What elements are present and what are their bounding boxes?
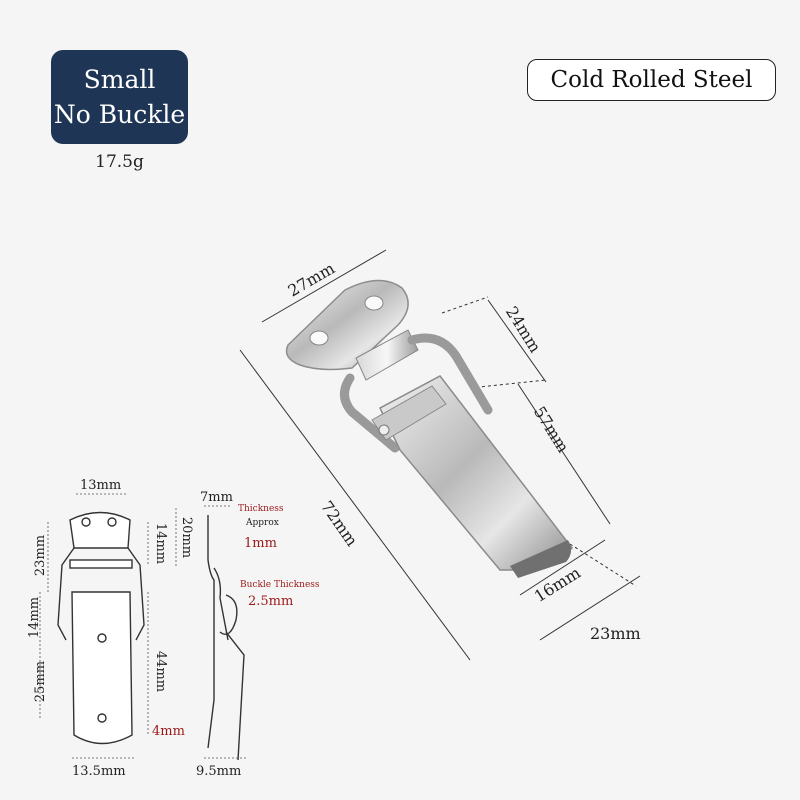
dim-base-width: 23mm [590,624,641,643]
badge-line-2: No Buckle [53,100,186,129]
buckle-thickness-value: 2.5mm [248,594,294,609]
thickness-value: 1mm [244,536,277,551]
dim-mid-height: 14mm [27,596,43,639]
dim-tip: 4mm [152,724,185,739]
dim-lower-height: 25mm [33,660,49,703]
dim-top-hole-spacing: 13mm [80,478,122,493]
dim-clip-length: 44mm [153,650,169,693]
dim-side-top: 7mm [200,490,233,505]
material-label: Cold Rolled Steel [527,59,776,101]
badge-line-1: Small [83,65,156,94]
latch-photo [285,279,573,578]
front-view-guides [39,493,177,759]
dim-bottom-width: 13.5mm [72,764,126,779]
photo-dimension-lines [239,249,641,661]
front-view-drawing [57,511,145,745]
side-view-drawing [207,515,245,761]
dim-side-bottom: 9.5mm [196,764,242,779]
thickness-approx: Approx [246,518,279,528]
buckle-thickness-label: Buckle Thickness [240,580,320,590]
dim-upper-height: 23mm [33,534,49,577]
dim-plate-height: 14mm [153,522,169,565]
thickness-label: Thickness [238,504,284,514]
side-view-guides [204,505,246,759]
weight-label: 17.5g [95,152,144,172]
product-badge: Small No Buckle [51,50,188,144]
dim-loop-height: 20mm [179,516,195,559]
